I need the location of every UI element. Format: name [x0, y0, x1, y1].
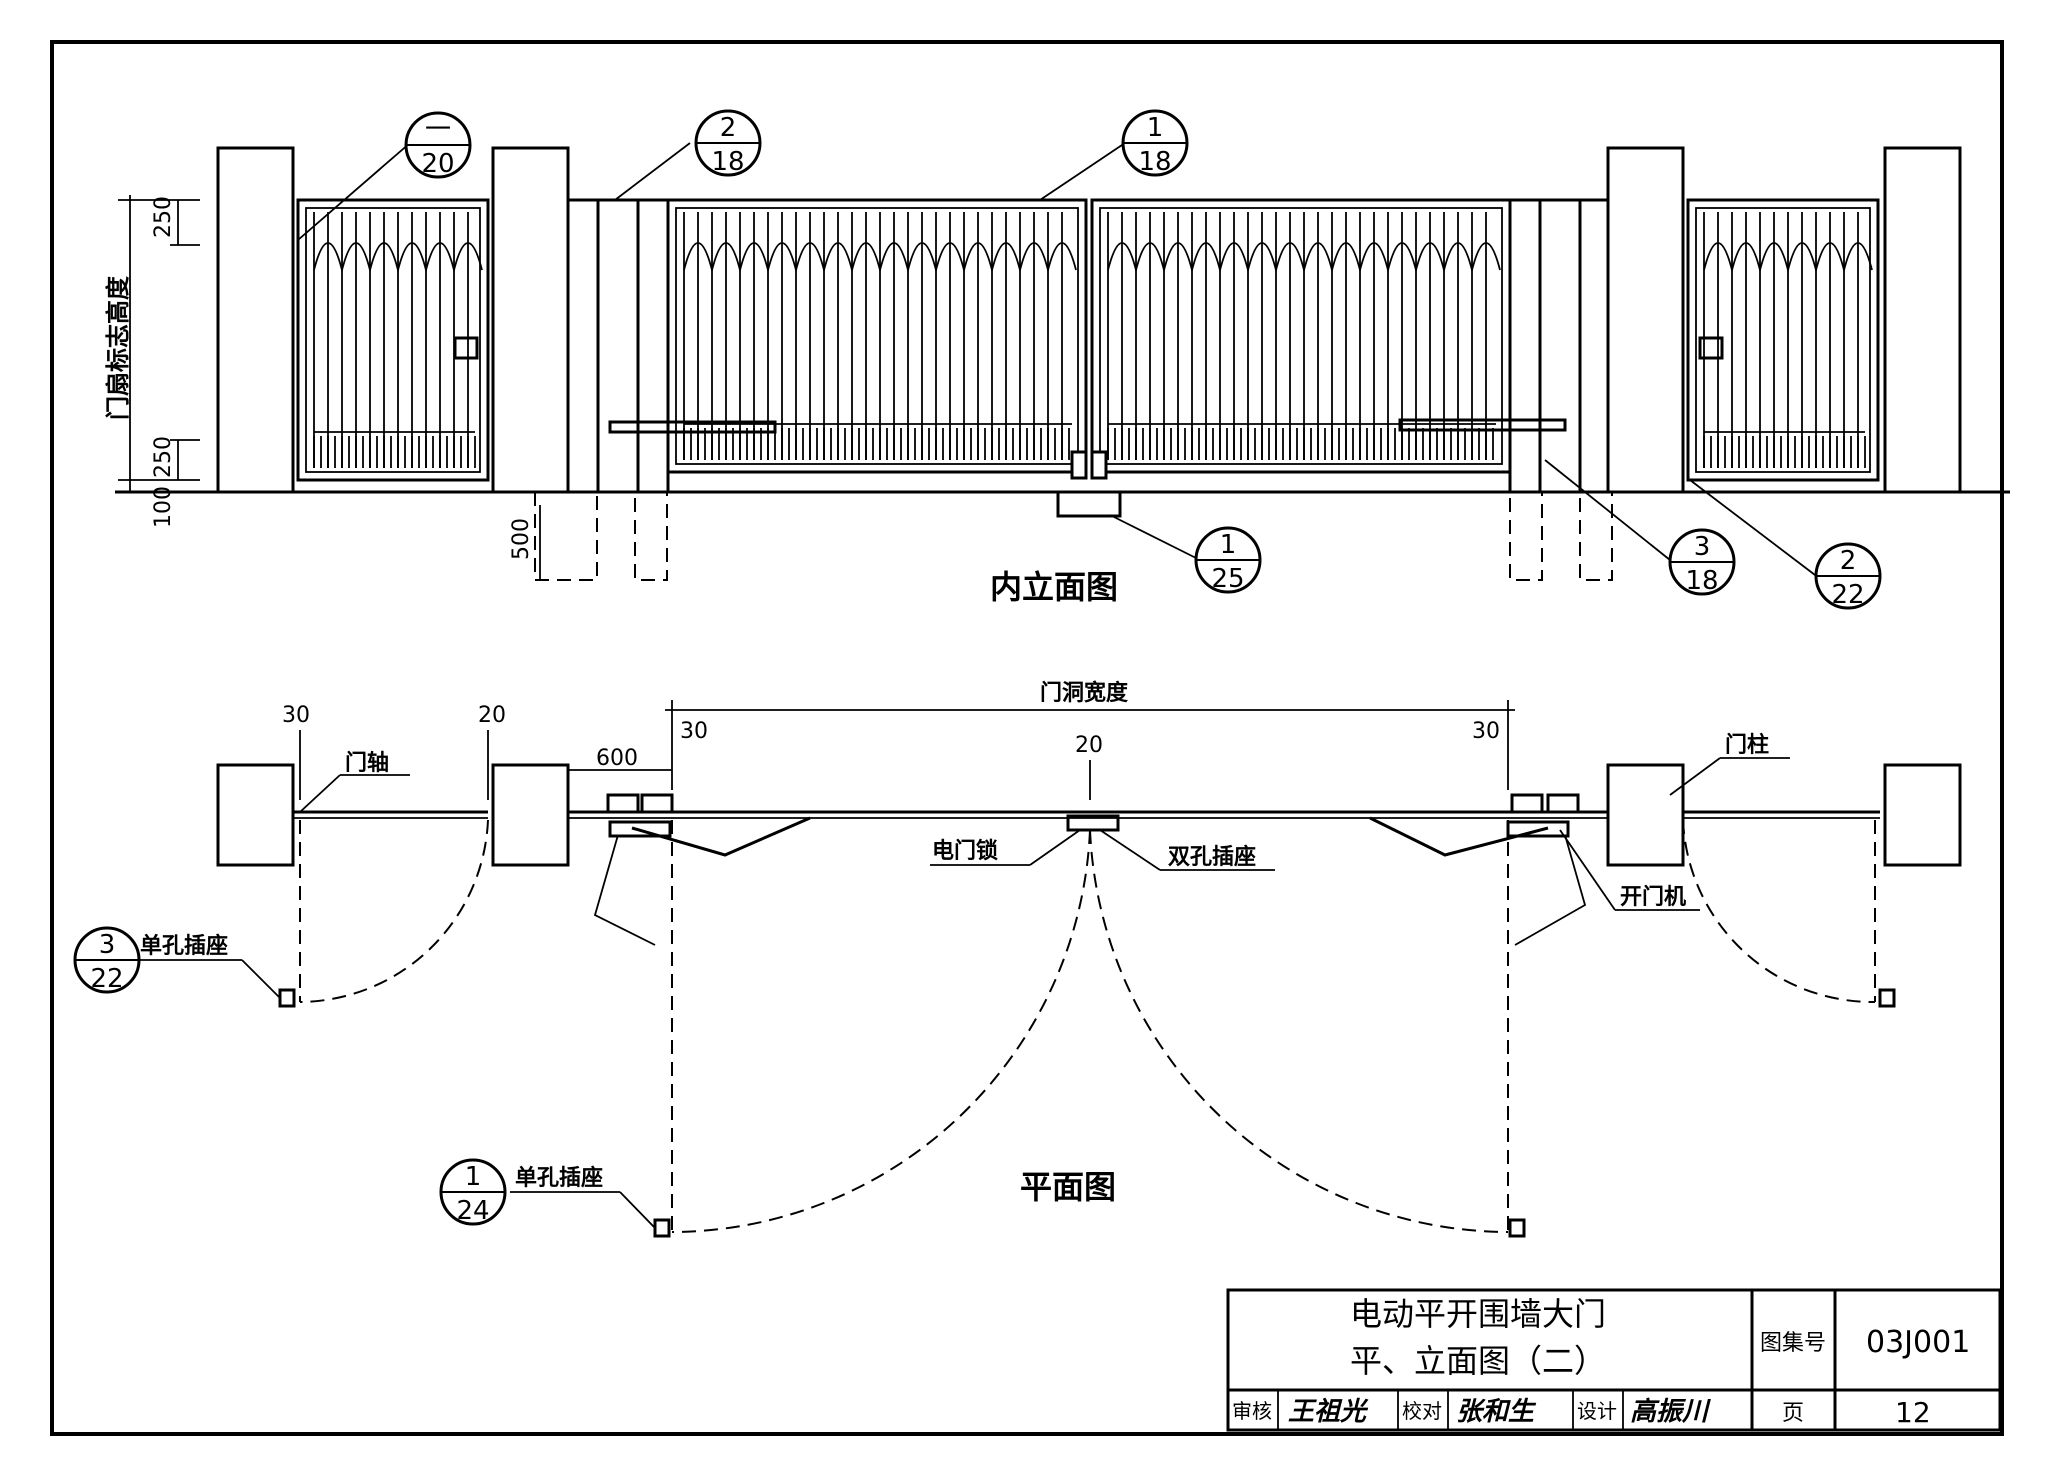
callout-sheet: 25	[1211, 564, 1244, 594]
design-signature: 高振川	[1630, 1397, 1711, 1427]
review-signature: 王祖光	[1288, 1397, 1369, 1427]
pier	[1606, 146, 1685, 494]
label-electric-lock: 电门锁	[932, 838, 998, 864]
callout-number: 一	[425, 115, 451, 145]
door-post	[1606, 763, 1685, 867]
elevation-view: 250 250 100 门扇标志高度 500 内立面图	[104, 142, 2010, 606]
callout-2-18: 218	[694, 109, 762, 177]
callout-sheet: 22	[90, 964, 123, 994]
callout-number: 3	[1694, 532, 1711, 562]
dim-top-250: 250	[151, 196, 176, 238]
label-door-axis: 门轴	[345, 750, 389, 776]
design-label: 设计	[1577, 1399, 1617, 1423]
wicket-door-left	[296, 198, 490, 482]
vertical-label: 门扇标志高度	[104, 275, 132, 420]
pier	[216, 146, 295, 494]
dim-center-gap: 20	[1075, 733, 1103, 758]
atlas-number: 03J001	[1866, 1325, 1970, 1360]
dim-pier-gap: 20	[478, 703, 506, 728]
dim-opener: 600	[596, 746, 638, 771]
callout-number: 1	[1147, 113, 1164, 143]
callout-一-20: 一 20	[404, 111, 472, 179]
sheet-title-line1: 电动平开围墙大门	[1350, 1295, 1606, 1333]
callout-2-22: 222	[1814, 542, 1882, 610]
callout-number: 1	[1220, 530, 1237, 560]
callout-number: 3	[99, 930, 116, 960]
label-single-socket-left: 单孔插座	[140, 933, 228, 959]
door-post	[216, 763, 295, 867]
callout-sheet: 22	[1831, 580, 1864, 610]
title-block: 电动平开围墙大门 平、立面图（二） 图集号 03J001 审核 王祖光 校对 张…	[1226, 1288, 2002, 1432]
sheet-title-line2: 平、立面图（二）	[1350, 1342, 1606, 1380]
door-post	[491, 763, 570, 867]
callout-1-18: 118	[1121, 109, 1189, 177]
dim-footing-500: 500	[509, 518, 534, 560]
page-number: 12	[1895, 1396, 1931, 1429]
drawing-frame	[50, 40, 2004, 1436]
check-signature: 张和生	[1456, 1397, 1537, 1427]
callout-number: 2	[1840, 546, 1857, 576]
callout-sheet: 18	[1685, 566, 1718, 596]
callout-3-22: 322	[73, 926, 141, 994]
dim-bottom-250: 250	[151, 436, 176, 478]
callout-1-24: 124	[439, 1158, 507, 1226]
dim-opening-left: 30	[680, 719, 708, 744]
plan-title: 平面图	[1020, 1168, 1116, 1206]
callout-sheet: 18	[711, 147, 744, 177]
elevation-title: 内立面图	[990, 568, 1118, 606]
callout-number: 1	[465, 1162, 482, 1192]
dim-opening-right: 30	[1472, 719, 1500, 744]
callout-1-25: 125	[1194, 526, 1262, 594]
atlas-label: 图集号	[1760, 1331, 1826, 1356]
page-label: 页	[1782, 1401, 1804, 1426]
label-double-socket: 双孔插座	[1168, 844, 1256, 870]
label-opener: 开门机	[1620, 884, 1686, 910]
pier	[1883, 146, 1962, 494]
callout-sheet: 20	[421, 149, 454, 179]
door-post	[1883, 763, 1962, 867]
pier	[491, 146, 570, 494]
label-door-post: 门柱	[1725, 732, 1769, 758]
callout-sheet: 24	[456, 1196, 489, 1226]
dim-left-gap: 30	[282, 703, 310, 728]
dim-base-100: 100	[151, 486, 176, 528]
review-label: 审核	[1232, 1399, 1272, 1423]
callout-3-18: 318	[1668, 528, 1736, 596]
check-label: 校对	[1402, 1399, 1442, 1423]
wicket-door-right	[1686, 198, 1880, 482]
plan-view: 门洞宽度 30 20 600 30 30 20 门轴 门柱 电门锁 双孔插座 开…	[140, 680, 1962, 1238]
label-single-socket-bottom: 单孔插座	[515, 1165, 603, 1191]
callout-number: 2	[720, 113, 737, 143]
dim-opening-width: 门洞宽度	[1040, 680, 1129, 706]
callout-sheet: 18	[1138, 147, 1171, 177]
